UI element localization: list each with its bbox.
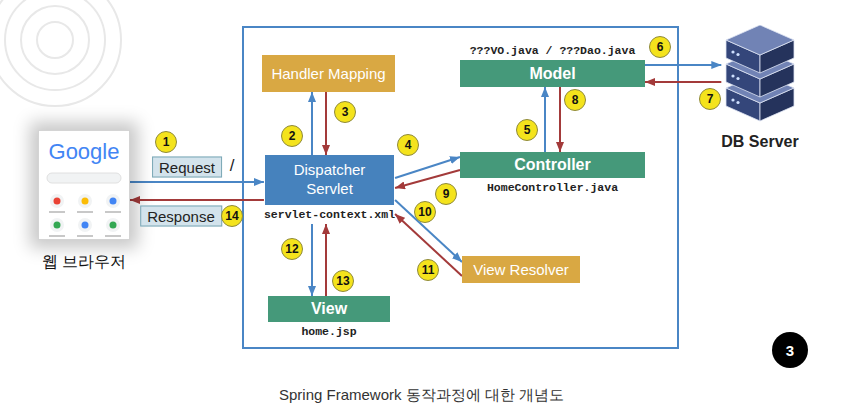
callout-number: 8 <box>564 89 586 111</box>
model-box: ???VO.java / ???Dao.javaModel <box>460 41 645 87</box>
controller-box: ControllerHomeController.java <box>460 152 645 197</box>
node-title: View <box>311 300 347 318</box>
flow-arrow <box>544 87 546 152</box>
model-box-caption: ???VO.java / ???Dao.java <box>470 41 636 60</box>
dispatcher-servlet-box-caption: servlet-context.xml <box>264 205 395 224</box>
callout-number: 7 <box>699 88 721 110</box>
callout-number: 1 <box>155 131 177 153</box>
flow-arrow <box>645 81 721 83</box>
callout-number: 10 <box>414 201 436 223</box>
web-browser-caption: 웹 브라우저 <box>42 240 126 276</box>
callout-number: 12 <box>281 238 303 260</box>
handler-mapping-box: Handler Mapping <box>262 55 395 92</box>
flow-arrow <box>130 199 264 201</box>
view-box-caption: home.jsp <box>301 322 356 341</box>
callout-number: 2 <box>281 125 303 147</box>
node-caption: HomeController.java <box>487 181 618 194</box>
db-server: DB Server <box>721 25 798 154</box>
db-server-icon <box>724 25 796 125</box>
view-box: View home.jsp <box>268 296 390 341</box>
view-box-body: View <box>268 296 390 322</box>
flow-arrow <box>311 92 313 155</box>
flow-arrow <box>395 157 460 178</box>
model-box-body: Model <box>460 60 645 87</box>
flow-label: Request <box>152 157 222 178</box>
node-caption: DB Server <box>721 133 798 150</box>
dispatcher-servlet-box: Dispatcher Servlet servlet-context.xml <box>264 155 395 224</box>
node-caption: 웹 브라우저 <box>42 253 126 270</box>
flow-arrow <box>311 224 313 296</box>
callout-number: 3 <box>334 101 356 123</box>
flow-label: Response <box>140 206 222 227</box>
node-caption: ???VO.java / ???Dao.java <box>470 44 636 57</box>
node-title: Model <box>529 65 575 83</box>
figure-caption: Spring Framework 동작과정에 대한 개념도 <box>0 386 843 405</box>
flow-arrow <box>645 64 721 66</box>
web-browser: Google 웹 브라우저 <box>38 130 130 276</box>
callout-number: 4 <box>397 134 419 156</box>
callout-number: 11 <box>417 259 439 281</box>
callout-number: 14 <box>221 205 243 227</box>
path-mark: / <box>228 156 237 176</box>
dispatcher-servlet-box-body: Dispatcher Servlet <box>265 155 394 205</box>
flow-arrow <box>559 87 561 152</box>
view-resolver-box: View Resolver <box>462 256 580 283</box>
node-title: Controller <box>514 156 590 174</box>
flow-arrow <box>395 200 462 262</box>
flow-arrow <box>130 181 264 183</box>
node-caption: home.jsp <box>301 325 356 338</box>
db-server-caption: DB Server <box>721 125 798 154</box>
callout-number: 5 <box>516 119 538 141</box>
callout-number: 6 <box>649 36 671 58</box>
node-title: Google <box>49 139 120 165</box>
controller-box-body: Controller <box>460 152 645 178</box>
flow-arrow <box>325 224 327 296</box>
node-title: Dispatcher Servlet <box>273 161 386 199</box>
flow-arrow <box>325 92 327 155</box>
node-caption: servlet-context.xml <box>264 208 395 221</box>
page-badge: 3 <box>772 332 808 368</box>
controller-box-caption: HomeController.java <box>487 178 618 197</box>
node-title: Handler Mapping <box>271 65 385 82</box>
callout-number: 13 <box>332 270 354 292</box>
background-rings <box>0 0 121 106</box>
callout-number: 9 <box>435 183 457 205</box>
node-title: View Resolver <box>473 261 569 278</box>
spring-container-frame <box>243 27 678 348</box>
web-browser-body: Google <box>38 130 130 240</box>
view-resolver-box-body: View Resolver <box>462 256 580 283</box>
handler-mapping-box-body: Handler Mapping <box>262 55 395 92</box>
